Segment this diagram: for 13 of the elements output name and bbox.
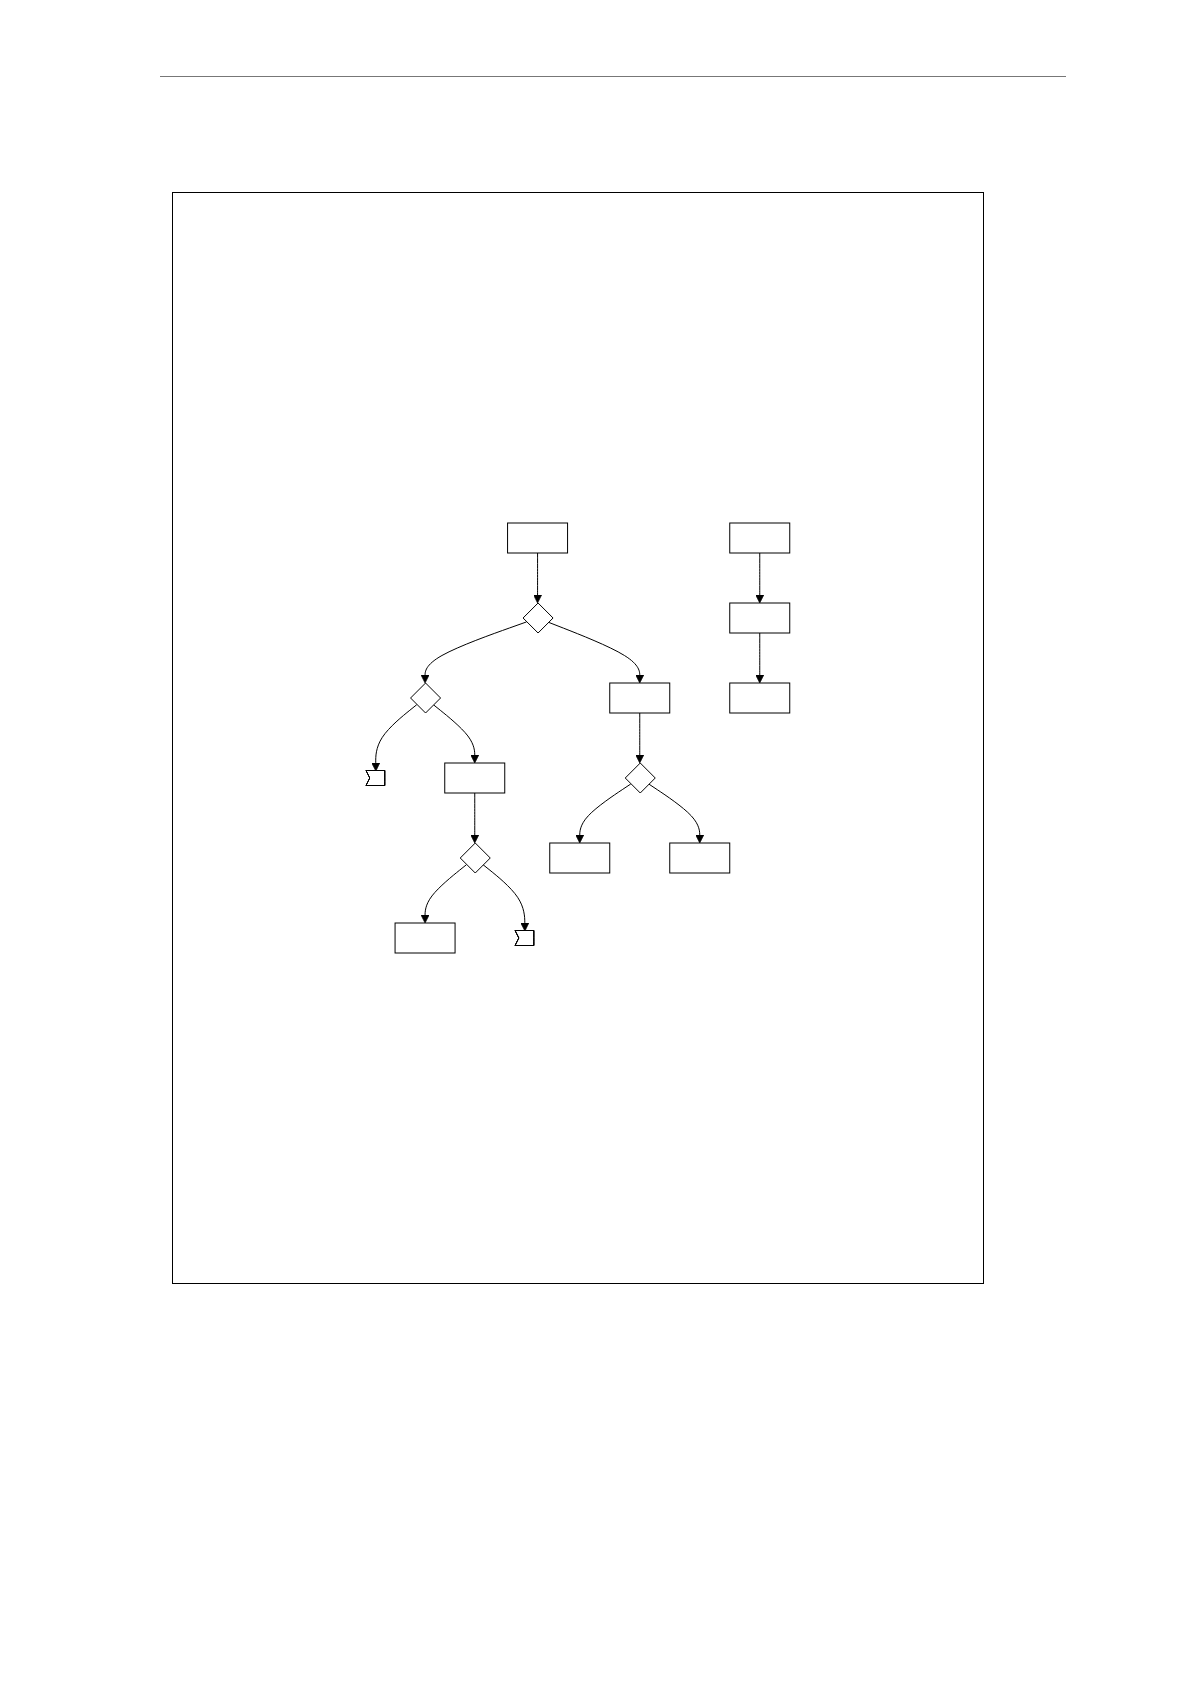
arrow	[547, 621, 645, 684]
arrow	[575, 783, 632, 844]
arrow	[635, 712, 645, 764]
arrow	[482, 864, 530, 932]
arrow	[470, 792, 480, 844]
arrow	[371, 704, 418, 772]
arrow	[755, 552, 765, 604]
arrow	[533, 552, 543, 604]
arrow	[648, 783, 705, 844]
arrow	[420, 864, 468, 924]
arrow	[420, 621, 528, 684]
arrow	[755, 632, 765, 684]
arrow	[433, 704, 480, 764]
